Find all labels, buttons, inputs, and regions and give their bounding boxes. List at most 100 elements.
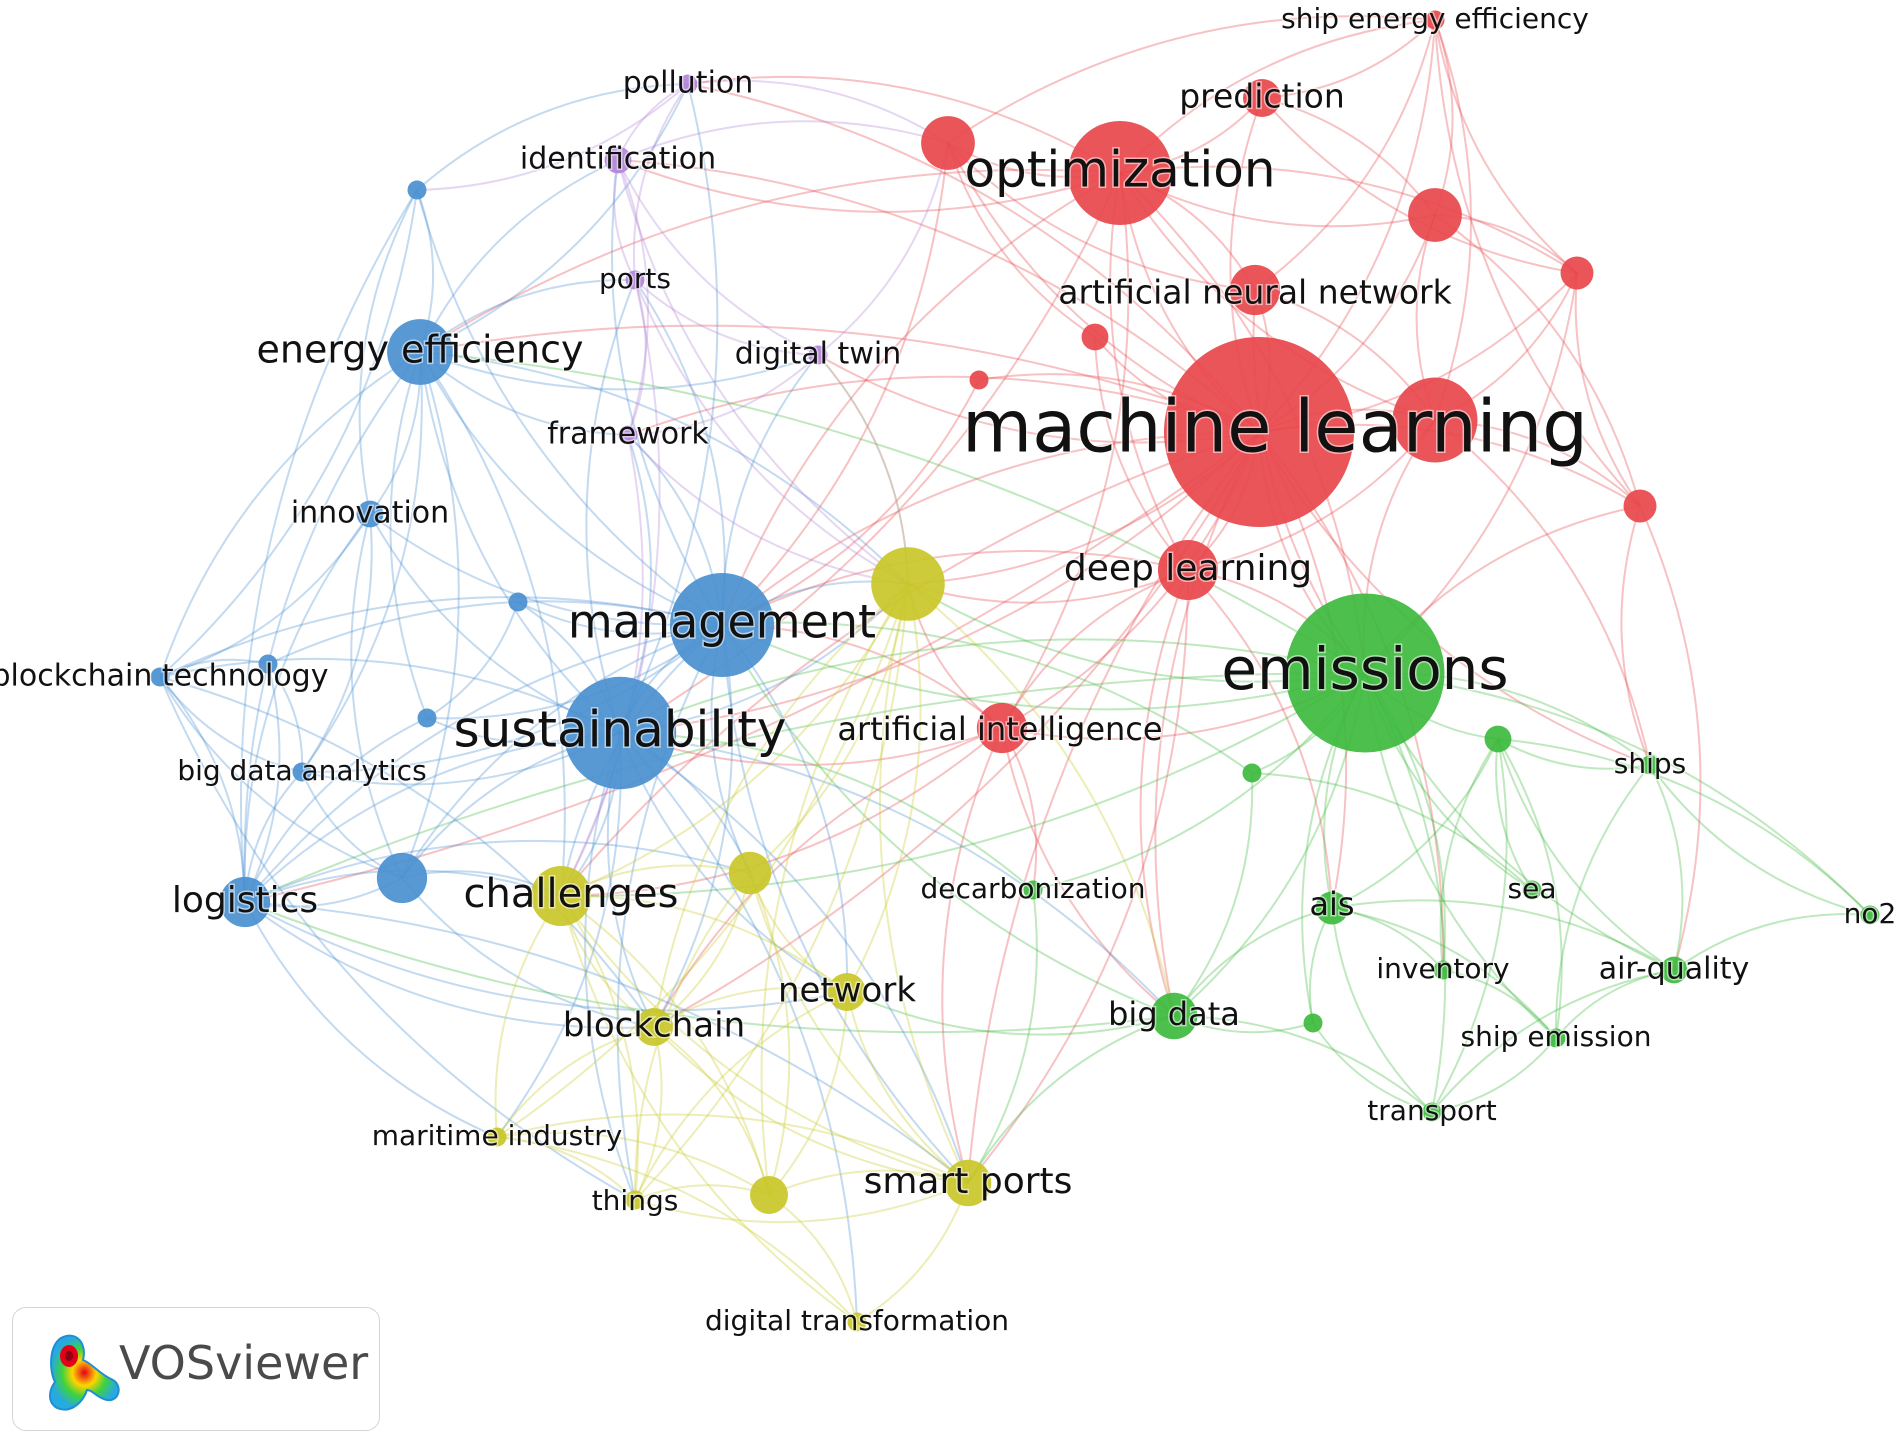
link-ais--air-quality bbox=[1331, 899, 1675, 971]
link-challenges--digital-transformation bbox=[560, 895, 858, 1323]
link-decarbonization--sustainability bbox=[619, 732, 1034, 891]
link-red-unlabeled-4--red-unlabeled-5 bbox=[1574, 272, 1641, 507]
node-maritime-industry[interactable] bbox=[487, 1127, 507, 1147]
link-energy-efficiency--blue-unlabeled-1 bbox=[401, 351, 460, 879]
node-yellow-unlabeled-1[interactable] bbox=[871, 547, 945, 621]
node-artificial-neural-network[interactable] bbox=[1229, 264, 1281, 316]
link-challenges--yellow-unlabeled-1 bbox=[560, 583, 909, 897]
node-air-quality[interactable] bbox=[1660, 956, 1688, 984]
node-ports[interactable] bbox=[625, 270, 645, 290]
link-decarbonization--smart-ports bbox=[967, 889, 1038, 1184]
link-management--big-data-analytics bbox=[301, 624, 723, 774]
link-ports--digital-twin bbox=[634, 279, 819, 356]
link-logistics--innovation bbox=[243, 513, 371, 903]
link-optimization--deep-learning bbox=[1109, 172, 1189, 571]
node-ship-energy-efficiency[interactable] bbox=[1425, 10, 1445, 30]
link-optimization--energy-efficiency bbox=[419, 168, 1121, 353]
node-prediction[interactable] bbox=[1243, 79, 1281, 117]
link-air-quality--no2 bbox=[1673, 913, 1871, 971]
node-blue-unlabeled-5[interactable] bbox=[407, 180, 427, 200]
node-optimization[interactable] bbox=[1067, 120, 1173, 226]
label-challenges: challenges bbox=[464, 871, 679, 917]
node-challenges[interactable] bbox=[530, 865, 592, 927]
link-challenges--yellow-unlabeled-3 bbox=[560, 895, 770, 1196]
node-blue-unlabeled-2[interactable] bbox=[417, 708, 437, 728]
node-smart-ports[interactable] bbox=[944, 1159, 992, 1207]
label-pollution: pollution bbox=[623, 66, 754, 101]
node-big-data[interactable] bbox=[1150, 992, 1198, 1040]
link-emissions--sustainability bbox=[619, 638, 1366, 734]
link-challenges--smart-ports bbox=[560, 895, 969, 1184]
link-deep-learning--yellow-unlabeled-1 bbox=[907, 569, 1189, 604]
link-prediction--red-unlabeled-4 bbox=[1261, 97, 1578, 274]
link-air-quality--transport bbox=[1431, 969, 1675, 1113]
node-energy-efficiency[interactable] bbox=[387, 319, 453, 385]
node-blue-unlabeled-4[interactable] bbox=[508, 592, 528, 612]
node-identification[interactable] bbox=[604, 146, 632, 174]
link-big-data--transport bbox=[1173, 1015, 1433, 1113]
node-ais[interactable] bbox=[1315, 891, 1349, 925]
link-ships--air-quality bbox=[1649, 764, 1684, 971]
node-red-unlabeled-2[interactable] bbox=[1408, 188, 1462, 242]
node-ships[interactable] bbox=[1640, 755, 1660, 775]
node-red-unlabeled-7[interactable] bbox=[1081, 323, 1109, 351]
node-green-unlabeled-1[interactable] bbox=[1484, 725, 1512, 753]
node-decarbonization[interactable] bbox=[1023, 880, 1043, 900]
link-ship-energy-efficiency--red-unlabeled-3 bbox=[1434, 19, 1472, 421]
node-green-unlabeled-2[interactable] bbox=[1242, 763, 1262, 783]
link-machine-learning--challenges bbox=[560, 431, 1260, 897]
link-machine-learning--energy-efficiency bbox=[419, 324, 1260, 433]
node-pollution[interactable] bbox=[678, 74, 698, 94]
node-things[interactable] bbox=[625, 1190, 645, 1210]
node-red-unlabeled-1[interactable] bbox=[921, 116, 975, 170]
node-framework[interactable] bbox=[618, 425, 638, 445]
node-digital-transformation[interactable] bbox=[847, 1312, 867, 1332]
node-red-unlabeled-6[interactable] bbox=[969, 370, 989, 390]
node-no2[interactable] bbox=[1860, 905, 1880, 925]
node-ship-emission[interactable] bbox=[1546, 1028, 1566, 1048]
link-big-data--management bbox=[721, 624, 1175, 1017]
label-transport: transport bbox=[1367, 1094, 1496, 1127]
link-emissions--challenges bbox=[560, 672, 1366, 898]
node-logistics[interactable] bbox=[219, 876, 271, 928]
node-network[interactable] bbox=[828, 973, 866, 1011]
node-innovation[interactable] bbox=[356, 500, 384, 528]
node-emissions[interactable] bbox=[1285, 593, 1445, 753]
label-prediction: prediction bbox=[1179, 77, 1345, 116]
link-framework--yellow-unlabeled-1 bbox=[627, 434, 909, 585]
node-blue-unlabeled-3[interactable] bbox=[258, 654, 278, 674]
node-yellow-unlabeled-3[interactable] bbox=[750, 1176, 788, 1214]
link-sustainability--ports bbox=[585, 279, 636, 734]
node-sea[interactable] bbox=[1522, 880, 1542, 900]
node-transport[interactable] bbox=[1422, 1102, 1442, 1122]
link-energy-efficiency--blue-unlabeled-2 bbox=[389, 351, 428, 719]
node-management[interactable] bbox=[669, 572, 775, 678]
label-things: things bbox=[592, 1184, 679, 1217]
link-prediction--ship-energy-efficiency bbox=[1261, 19, 1436, 99]
link-transport--green-unlabeled-3 bbox=[1312, 1022, 1433, 1113]
link-yellow-unlabeled-1--maritime-industry bbox=[496, 583, 909, 1138]
node-machine-learning[interactable] bbox=[1164, 337, 1354, 527]
node-green-unlabeled-3[interactable] bbox=[1303, 1013, 1323, 1033]
link-energy-efficiency--blockchain-technology bbox=[159, 351, 421, 678]
node-sustainability[interactable] bbox=[563, 676, 677, 790]
link-red-unlabeled-1--red-unlabeled-7 bbox=[947, 142, 1096, 338]
node-deep-learning[interactable] bbox=[1157, 539, 1219, 601]
node-red-unlabeled-4[interactable] bbox=[1560, 256, 1594, 290]
node-red-unlabeled-3[interactable] bbox=[1392, 377, 1478, 463]
link-identification--yellow-unlabeled-1 bbox=[617, 159, 909, 585]
link-artificial-neural-network--red-unlabeled-1 bbox=[947, 142, 1256, 291]
link-framework--challenges bbox=[560, 434, 644, 897]
node-artificial-intelligence[interactable] bbox=[976, 702, 1028, 754]
node-big-data-analytics[interactable] bbox=[292, 762, 312, 782]
node-blockchain[interactable] bbox=[635, 1008, 673, 1046]
node-blockchain-technology[interactable] bbox=[150, 667, 170, 687]
node-inventory[interactable] bbox=[1433, 960, 1453, 980]
node-red-unlabeled-5[interactable] bbox=[1623, 489, 1657, 523]
node-yellow-unlabeled-2[interactable] bbox=[728, 851, 772, 895]
link-green-unlabeled-1--ships bbox=[1497, 738, 1651, 770]
node-blue-unlabeled-1[interactable] bbox=[376, 852, 428, 904]
node-digital-twin[interactable] bbox=[808, 345, 828, 365]
link-pollution--ports bbox=[632, 83, 689, 281]
